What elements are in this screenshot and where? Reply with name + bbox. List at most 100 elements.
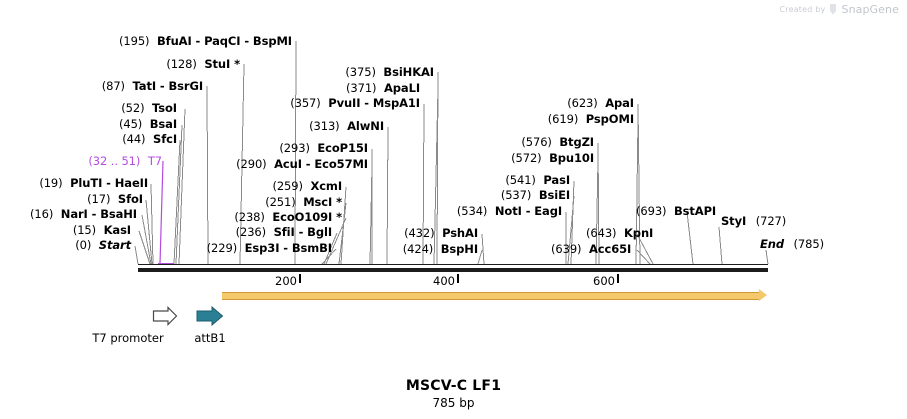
enzyme-pos-pspomi: (619) — [547, 112, 579, 126]
enzyme-pos-ecop15i: (293) — [279, 141, 310, 155]
enzyme-pos-bstapi: (693) — [636, 204, 667, 218]
enzyme-pos-tsoi: (52) — [121, 101, 145, 115]
feature-t7-promoter-arrow[interactable] — [152, 306, 178, 330]
enzyme-label-sfii[interactable]: (236) SfiI - BglI — [235, 225, 333, 239]
enzyme-label-nari[interactable]: (16) NarI - BsaHI — [30, 208, 137, 220]
enzyme-label-bsai[interactable]: (45) BsaI — [119, 118, 177, 130]
ruler-tick-label-200: 200 — [275, 274, 297, 288]
snapgene-logo-icon — [829, 4, 837, 15]
enzyme-names-bfuai: BfuAI - PaqCI - BspMI — [157, 34, 292, 48]
enzyme-names-sfoi: SfoI — [117, 192, 143, 206]
enzyme-label-msci[interactable]: (251) MscI * — [265, 196, 342, 208]
enzyme-label-bsiei[interactable]: (537) BsiEI — [501, 189, 570, 201]
enzyme-names-pluti: PluTI - HaeII — [70, 176, 148, 190]
enzyme-pos-esp3i: (229) — [206, 241, 238, 255]
marker-pos-start: (0) — [75, 238, 92, 252]
enzyme-pos-apali: (371) — [346, 81, 377, 95]
enzyme-pos-bsai: (45) — [118, 117, 143, 131]
enzyme-label-ecoo109i[interactable]: (238) EcoO109I * — [234, 211, 342, 223]
enzyme-label-esp3i[interactable]: (229) Esp3I - BsmBI — [207, 242, 332, 254]
marker-label-start[interactable]: (0) Start — [75, 239, 131, 251]
enzyme-names-ecop15i: EcoP15I — [317, 141, 368, 155]
enzyme-pos-sfoi: (17) — [87, 192, 111, 206]
enzyme-pos-acui: (290) — [236, 157, 267, 171]
enzyme-label-noti[interactable]: (534) NotI - EagI — [457, 205, 562, 217]
enzyme-names-tsoi: TsoI — [152, 101, 177, 115]
enzyme-pos-apai: (623) — [567, 96, 598, 110]
enzyme-label-apai[interactable]: (623) ApaI — [567, 97, 634, 109]
enzyme-label-ecop15i[interactable]: (293) EcoP15I — [279, 142, 368, 154]
enzyme-names-ecoo109i: EcoO109I * — [272, 210, 342, 224]
enzyme-label-alwni[interactable]: (313) AlwNI — [309, 120, 384, 132]
enzyme-label-acui[interactable]: (290) AcuI - Eco57MI — [236, 158, 368, 170]
enzyme-label-bfuai[interactable]: (195) BfuAI - PaqCI - BspMI — [119, 35, 292, 47]
enzyme-names-sfci: SfcI — [153, 132, 177, 146]
enzyme-label-kasi[interactable]: (15) KasI — [73, 224, 131, 236]
enzyme-names-pasi: PasI — [543, 173, 570, 187]
enzyme-label-btgzi[interactable]: (576) BtgZI — [521, 136, 594, 148]
marker-name-end: End — [760, 237, 784, 251]
enzyme-names-pvuii: PvuII - MspA1I — [328, 96, 420, 110]
enzyme-label-pspomi[interactable]: (619) PspOMI — [548, 113, 634, 125]
enzyme-label-pvuii[interactable]: (357) PvuII - MspA1I — [290, 97, 420, 109]
enzyme-label-sfoi[interactable]: (17) SfoI — [87, 193, 143, 205]
enzyme-label-stui[interactable]: (128) StuI * — [166, 58, 240, 70]
enzyme-label-kpni[interactable]: (643) KpnI — [586, 227, 653, 239]
enzyme-names-acui: AcuI - Eco57MI — [274, 157, 368, 171]
feature-label-t7-promoter-range[interactable]: (32 .. 51) T7 — [88, 155, 162, 167]
enzyme-label-xcmi[interactable]: (259) XcmI — [272, 180, 342, 192]
enzyme-label-tati[interactable]: (87) TatI - BsrGI — [102, 80, 203, 92]
enzyme-pos-sfci: (44) — [122, 132, 146, 146]
enzyme-pos-btgzi: (576) — [521, 135, 552, 149]
enzyme-pos-nari: (16) — [30, 207, 54, 221]
enzyme-names-xcmi: XcmI — [310, 179, 342, 193]
feature-orf-bar[interactable] — [222, 292, 760, 300]
enzyme-label-sfci[interactable]: (44) SfcI — [122, 133, 177, 145]
enzyme-pos-pvuii: (357) — [290, 96, 321, 110]
enzyme-label-pluti[interactable]: (19) PluTI - HaeII — [39, 177, 148, 189]
page-title: MSCV-C LF1 — [405, 378, 502, 394]
enzyme-pos-sfii: (236) — [235, 225, 267, 239]
marker-pos-end: (785) — [793, 237, 825, 251]
feature-t7-promoter-label: T7 promoter — [92, 331, 164, 345]
enzyme-pos-pluti: (19) — [39, 176, 63, 190]
feature-pos-t7: (32 .. 51) — [88, 154, 141, 168]
ruler-tick-label-400: 400 — [433, 274, 455, 288]
enzyme-label-bpu10i[interactable]: (572) Bpu10I — [511, 152, 594, 164]
enzyme-label-pasi[interactable]: (541) PasI — [505, 174, 570, 186]
enzyme-pos-noti: (534) — [456, 204, 488, 218]
sequence-line[interactable] — [138, 268, 768, 272]
enzyme-pos-stui: (128) — [166, 57, 197, 71]
enzyme-names-bsihkai: BsiHKAI — [383, 65, 434, 79]
enzyme-label-pshai[interactable]: (432) PshAI — [404, 227, 478, 239]
enzyme-label-styi[interactable]: StyI (727) — [721, 215, 786, 227]
sequence-length-label: 785 bp — [432, 396, 475, 410]
enzyme-label-tsoi[interactable]: (52) TsoI — [121, 102, 177, 114]
enzyme-names-btgzi: BtgZI — [559, 135, 594, 149]
feature-attb1-arrow[interactable] — [196, 305, 224, 330]
enzyme-pos-bsihkai: (375) — [345, 65, 376, 79]
enzyme-pos-bpu10i: (572) — [511, 151, 542, 165]
snapgene-watermark: Created by SnapGene — [779, 3, 899, 16]
enzyme-names-nari: NarI - BsaHI — [60, 207, 137, 221]
sequence-line-thin — [138, 264, 768, 265]
enzyme-label-bsihkai[interactable]: (375) BsiHKAI — [345, 66, 434, 78]
enzyme-label-bstapi[interactable]: (693) BstAPI — [636, 205, 716, 217]
watermark-created-by-text: Created by — [779, 5, 826, 14]
enzyme-names-bsphi: BspHI — [440, 242, 478, 256]
enzyme-names-tati: TatI - BsrGI — [132, 79, 204, 93]
enzyme-label-acc65i[interactable]: (639) Acc65I — [551, 243, 631, 255]
enzyme-pos-styi: (727) — [755, 214, 787, 228]
enzyme-pos-acc65i: (639) — [551, 242, 582, 256]
enzyme-names-alwni: AlwNI — [347, 119, 384, 133]
enzyme-label-apali[interactable]: (371) ApaLI — [346, 82, 420, 94]
enzyme-names-kpni: KpnI — [624, 226, 654, 240]
enzyme-label-bsphi[interactable]: (424) BspHI — [403, 243, 478, 255]
enzyme-names-apai: ApaI — [605, 96, 634, 110]
enzyme-names-kasi: KasI — [103, 223, 132, 237]
enzyme-names-acc65i: Acc65I — [589, 242, 632, 256]
feature-attb1-label: attB1 — [194, 331, 226, 345]
marker-label-end[interactable]: End (785) — [760, 238, 824, 250]
enzyme-names-noti: NotI - EagI — [494, 204, 562, 218]
